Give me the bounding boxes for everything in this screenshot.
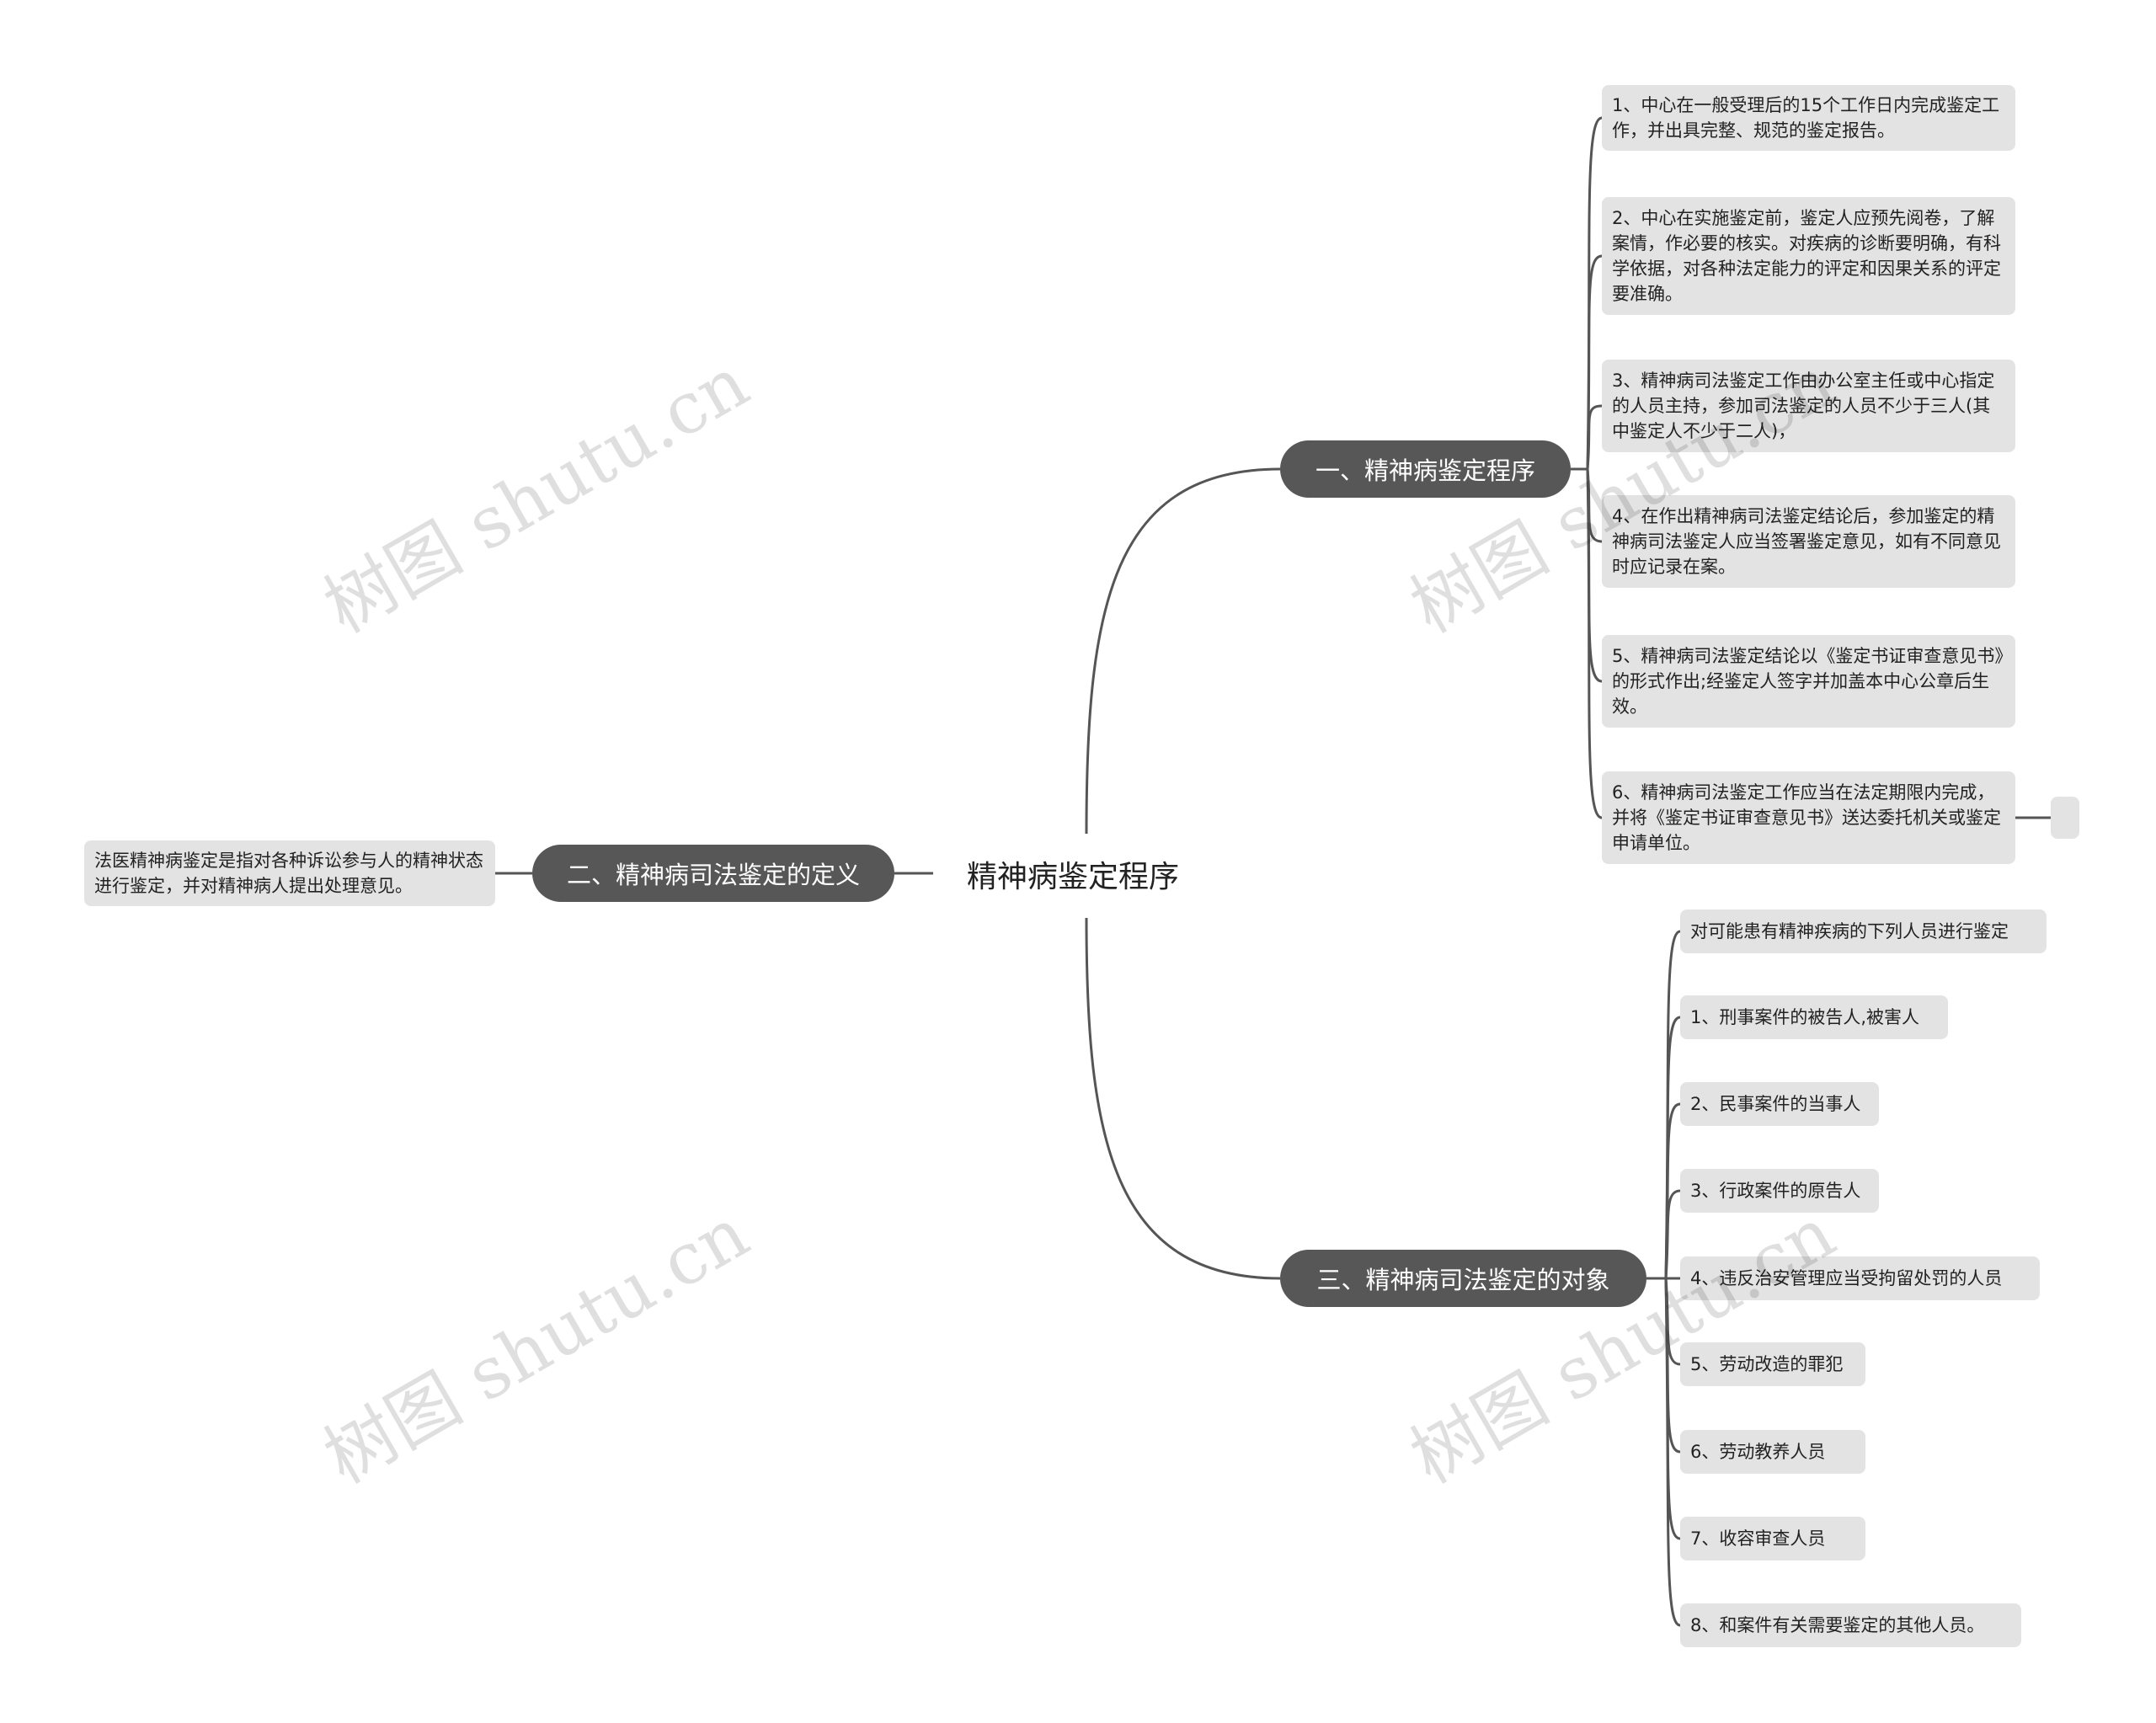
subjects-item-8[interactable]: 8、和案件有关需要鉴定的其他人员。	[1680, 1603, 2021, 1647]
subjects-item-4[interactable]: 4、违反治安管理应当受拘留处罚的人员	[1680, 1256, 2040, 1300]
procedure-item-6-child[interactable]	[2051, 797, 2079, 839]
subjects-intro[interactable]: 对可能患有精神疾病的下列人员进行鉴定	[1680, 910, 2047, 953]
branch-procedure[interactable]: 一、精神病鉴定程序	[1280, 440, 1571, 498]
procedure-item-4[interactable]: 4、在作出精神病司法鉴定结论后，参加鉴定的精神病司法鉴定人应当签署鉴定意见，如有…	[1602, 495, 2015, 588]
subjects-item-1[interactable]: 1、刑事案件的被告人,被害人	[1680, 995, 1948, 1039]
procedure-item-3[interactable]: 3、精神病司法鉴定工作由办公室主任或中心指定的人员主持，参加司法鉴定的人员不少于…	[1602, 360, 2015, 452]
procedure-item-5[interactable]: 5、精神病司法鉴定结论以《鉴定书证审查意见书》的形式作出;经鉴定人签字并加盖本中…	[1602, 635, 2015, 728]
subjects-item-3[interactable]: 3、行政案件的原告人	[1680, 1169, 1879, 1213]
subjects-item-2[interactable]: 2、民事案件的当事人	[1680, 1082, 1879, 1126]
procedure-item-1[interactable]: 1、中心在一般受理后的15个工作日内完成鉴定工作，并出具完整、规范的鉴定报告。	[1602, 85, 2015, 151]
subjects-item-6[interactable]: 6、劳动教养人员	[1680, 1430, 1865, 1474]
procedure-item-6[interactable]: 6、精神病司法鉴定工作应当在法定期限内完成，并将《鉴定书证审查意见书》送达委托机…	[1602, 771, 2015, 864]
root-topic[interactable]: 精神病鉴定程序	[967, 860, 1180, 894]
definition-item[interactable]: 法医精神病鉴定是指对各种诉讼参与人的精神状态进行鉴定，并对精神病人提出处理意见。	[84, 840, 495, 906]
subjects-item-5[interactable]: 5、劳动改造的罪犯	[1680, 1342, 1865, 1386]
procedure-item-2[interactable]: 2、中心在实施鉴定前，鉴定人应预先阅卷，了解案情，作必要的核实。对疾病的诊断要明…	[1602, 197, 2015, 315]
branch-subjects[interactable]: 三、精神病司法鉴定的对象	[1280, 1250, 1646, 1307]
branch-definition[interactable]: 二、精神病司法鉴定的定义	[532, 845, 894, 902]
subjects-item-7[interactable]: 7、收容审查人员	[1680, 1517, 1865, 1560]
